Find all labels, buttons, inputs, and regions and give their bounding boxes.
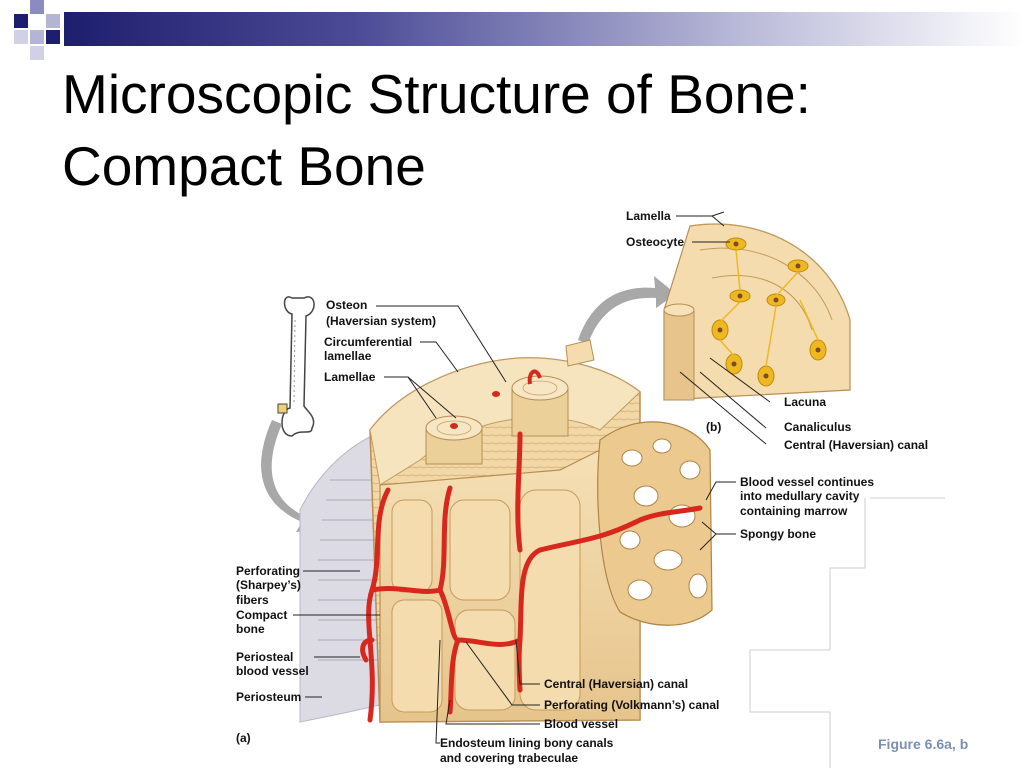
label-osteon: Osteon — [326, 298, 367, 312]
bone-top-surface — [369, 357, 641, 486]
label-circumferential: Circumferential — [324, 335, 412, 349]
label-endosteum-2: and covering trabeculae — [440, 751, 578, 765]
label-compact-bone: Compact — [236, 608, 287, 622]
banner-square — [30, 30, 44, 44]
leader-lines — [293, 211, 771, 744]
arrow-to-panel-b — [578, 276, 676, 344]
label-panel-a: (a) — [236, 731, 251, 745]
label-central-canal-a: Central (Haversian) canal — [544, 677, 688, 691]
haversian-canal-opening — [492, 391, 500, 397]
panel-b-osteon-wedge — [663, 223, 851, 401]
label-endosteum: Endosteum lining bony canals — [440, 736, 614, 750]
label-volkmann-canal: Perforating (Volkmann’s) canal — [544, 698, 719, 712]
label-periosteal-vessel: Periosteal — [236, 650, 293, 664]
label-periosteum: Periosteum — [236, 690, 301, 704]
title-line-2: Compact Bone — [62, 135, 426, 197]
label-canaliculus: Canaliculus — [784, 420, 852, 434]
periosteum-layer — [299, 431, 381, 723]
banner-square — [14, 14, 28, 28]
osteon-cylinder-right — [511, 369, 569, 437]
small-bone-sample — [565, 339, 595, 367]
label-lamellae: Lamellae — [324, 370, 376, 384]
label-periosteal-vessel-2: blood vessel — [236, 664, 309, 678]
label-perforating-fibers: Perforating — [236, 564, 300, 578]
label-spongy-bone: Spongy bone — [740, 527, 816, 541]
banner-square — [46, 14, 60, 28]
label-lacuna: Lacuna — [784, 395, 826, 409]
label-osteon-sub: (Haversian system) — [326, 314, 436, 328]
title-banner — [0, 0, 1024, 60]
label-circumferential-sub: lamellae — [324, 349, 372, 363]
label-panel-b: (b) — [706, 420, 721, 434]
label-blood-vessel: Blood vessel — [544, 717, 618, 731]
label-perforating-fibers-3: fibers — [236, 593, 269, 607]
label-blood-vessel-continues: Blood vessel continues — [740, 475, 874, 489]
slide-title: Microscopic Structure of Bone: Compact B… — [62, 58, 811, 202]
label-perforating-fibers-2: (Sharpey’s) — [236, 578, 301, 592]
banner-gradient — [64, 12, 1024, 46]
label-central-canal-b: Central (Haversian) canal — [784, 438, 928, 452]
label-blood-vessel-continues-2: into medullary cavity — [740, 489, 860, 503]
banner-square — [30, 46, 44, 60]
spongy-bone — [597, 421, 713, 626]
banner-square — [14, 30, 28, 44]
label-blood-vessel-continues-3: containing marrow — [740, 504, 848, 518]
long-bone-sketch — [277, 296, 315, 437]
label-compact-bone-2: bone — [236, 622, 265, 636]
osteon-columns — [391, 489, 581, 713]
diagram-labels: Lamella Osteocyte Osteon (Haversian syst… — [236, 209, 928, 765]
figure-caption: Figure 6.6a, b — [878, 736, 969, 752]
title-line-1: Microscopic Structure of Bone: — [62, 63, 811, 125]
label-osteocyte: Osteocyte — [626, 235, 684, 249]
osteon-cylinder-left — [425, 415, 483, 465]
label-lamella: Lamella — [626, 209, 671, 223]
banner-square — [30, 0, 44, 14]
background-outline — [749, 497, 945, 768]
banner-square — [46, 30, 60, 44]
